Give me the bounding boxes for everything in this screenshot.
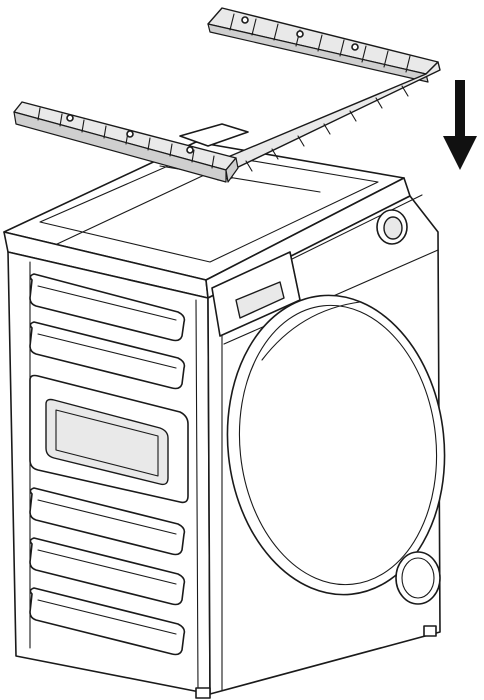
drawer-1 <box>29 273 186 342</box>
drawer-window <box>45 398 169 486</box>
foot-right <box>423 625 437 637</box>
drawer-6 <box>29 587 186 656</box>
drawer-4 <box>29 487 186 556</box>
arrow-down-icon <box>443 80 477 170</box>
frame-part-front <box>13 101 239 183</box>
appliance-top-inner <box>39 151 379 263</box>
control-panel <box>211 209 408 337</box>
drawer-5 <box>29 537 186 606</box>
program-knob <box>383 216 403 240</box>
foot-left <box>195 687 211 699</box>
appliance-door <box>226 294 446 596</box>
filter-hatch <box>395 551 441 605</box>
drawer-2 <box>29 321 186 390</box>
display-window <box>235 281 285 319</box>
frame-part-rear <box>179 7 441 181</box>
drawer-stack <box>29 273 189 656</box>
